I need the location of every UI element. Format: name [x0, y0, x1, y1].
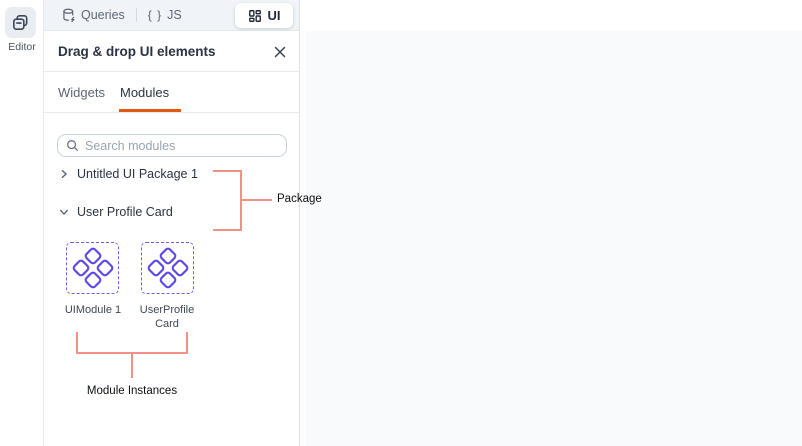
- search-icon: [66, 139, 79, 152]
- chevron-right-icon[interactable]: [58, 169, 70, 179]
- panel-tabs: Widgets Modules: [44, 72, 299, 113]
- active-tab-underline: [119, 109, 181, 112]
- chevron-down-icon[interactable]: [58, 207, 70, 217]
- tab-js[interactable]: { } JS: [148, 8, 182, 22]
- close-icon[interactable]: [273, 45, 287, 59]
- canvas-area: [306, 31, 802, 446]
- tree-item-label: User Profile Card: [77, 205, 173, 219]
- search-input[interactable]: [85, 138, 265, 153]
- editor-label: Editor: [8, 41, 36, 53]
- editor-button[interactable]: [5, 7, 36, 38]
- pages-icon: [11, 13, 30, 32]
- tree-item-untitled-ui-package[interactable]: Untitled UI Package 1: [58, 163, 198, 185]
- ui-elements-panel: Queries { } JS UI Drag & drop UI element…: [44, 0, 300, 446]
- module-diamonds-icon: [145, 245, 191, 291]
- database-icon: [62, 8, 76, 23]
- tree-item-label: Untitled UI Package 1: [77, 167, 198, 181]
- tab-queries[interactable]: Queries: [62, 8, 125, 23]
- panel-title: Drag & drop UI elements: [58, 43, 216, 59]
- tab-ui-label: UI: [267, 8, 281, 23]
- tab-js-label: JS: [167, 8, 182, 22]
- tab-modules[interactable]: Modules: [120, 84, 170, 100]
- layout-grid-icon: [248, 9, 262, 23]
- module-diamonds-icon: [70, 245, 116, 291]
- editor-rail: Editor: [0, 0, 44, 446]
- module-card-label: UIModule 1: [64, 304, 122, 316]
- tab-ui[interactable]: UI: [235, 3, 293, 28]
- module-card-label: UserProfileCard: [139, 304, 195, 330]
- module-card-uimodule1[interactable]: [66, 242, 119, 294]
- module-card-userprofilecard[interactable]: [141, 242, 194, 294]
- tab-separator: [135, 8, 137, 22]
- tree-item-user-profile-card[interactable]: User Profile Card: [58, 201, 173, 223]
- tab-queries-label: Queries: [81, 8, 125, 22]
- tab-widgets[interactable]: Widgets: [58, 84, 105, 100]
- editor-mode-tabs: Queries { } JS UI: [44, 0, 299, 31]
- braces-icon: { }: [147, 8, 163, 22]
- search-modules-box: [57, 134, 287, 157]
- panel-header: Drag & drop UI elements: [44, 31, 299, 72]
